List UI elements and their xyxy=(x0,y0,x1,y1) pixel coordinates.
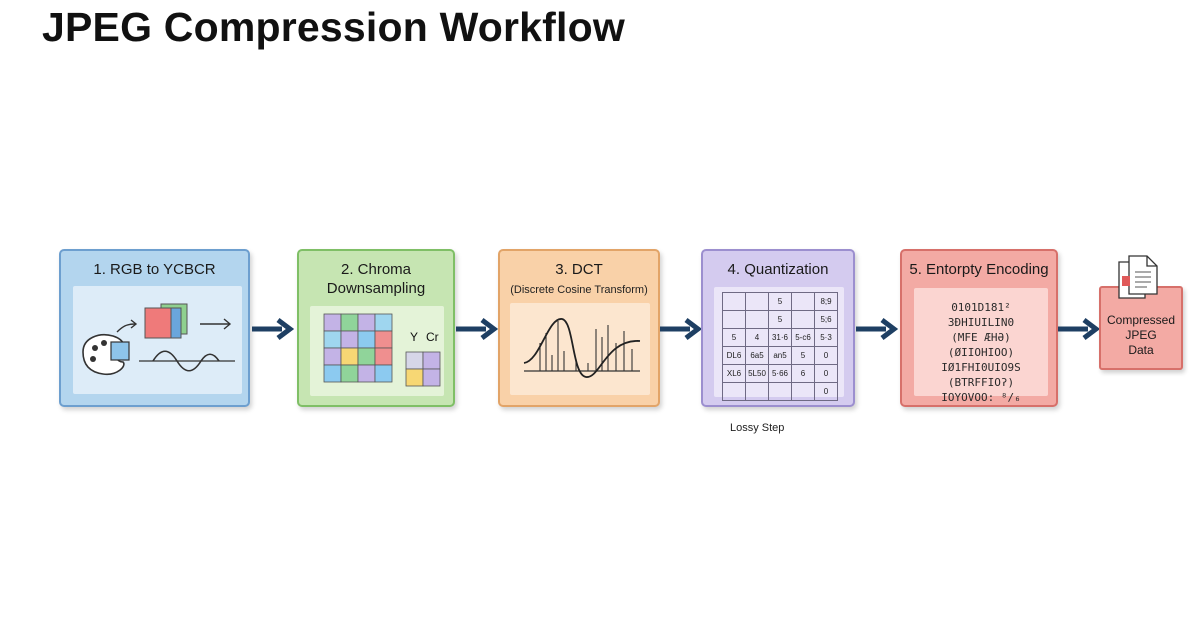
output-label-line: Data xyxy=(1128,343,1154,357)
bitstream-line: (ØIIOHIOO) xyxy=(947,346,1015,359)
arrow-right-icon xyxy=(1058,317,1102,341)
table-cell xyxy=(791,382,815,401)
table-cell: 5L50 xyxy=(745,364,769,383)
table-cell xyxy=(722,310,746,329)
table-row: 5 8;9 xyxy=(722,292,838,311)
bitstream-panel: 0101D181² 3ÐHIUILIN0 (MFE ÆHƏ) (ØIIOHIOO… xyxy=(914,288,1048,404)
channel-label-cr: Cr xyxy=(426,330,439,344)
bitstream-text: 0101D181² 3ÐHIUILIN0 (MFE ÆHƏ) (ØIIOHIOO… xyxy=(914,300,1048,405)
table-cell: 5;6 xyxy=(814,310,838,329)
step-entropy-encoding: 5. Entorpty Encoding 0101D181² 3ÐHIUILIN… xyxy=(900,249,1058,407)
bitstream-line: (BTRFFIOʔ) xyxy=(947,376,1015,389)
table-cell xyxy=(768,382,792,401)
table-cell xyxy=(791,310,815,329)
compressed-jpeg-output: Compressed JPEG Data xyxy=(1099,286,1183,370)
table-cell: an5 xyxy=(768,346,792,365)
step-illustration xyxy=(73,286,242,394)
table-cell: 8;9 xyxy=(814,292,838,311)
table-cell xyxy=(745,310,769,329)
step-title-line2: Downsampling xyxy=(326,280,426,297)
wave-icon xyxy=(139,350,235,372)
table-cell: 5 xyxy=(768,292,792,311)
table-cell xyxy=(722,292,746,311)
table-cell: 5·3 xyxy=(814,328,838,347)
step-title: 3. DCT xyxy=(555,261,603,278)
bitstream-line: IOYOVOO: ⁸/₆ xyxy=(941,391,1021,404)
table-cell: 31·6 xyxy=(768,328,792,347)
step-illustration: Y Cr xyxy=(310,306,444,396)
table-cell xyxy=(722,382,746,401)
table-cell: 0 xyxy=(814,346,838,365)
color-planes-icon xyxy=(144,303,188,339)
table-row: 0 xyxy=(722,382,838,401)
bitstream-line: (MFE ÆHƏ) xyxy=(951,331,1011,344)
table-cell: 5 xyxy=(768,310,792,329)
step-title: 4. Quantization xyxy=(727,261,829,278)
bitstream-line: 3ÐHIUILIN0 xyxy=(947,316,1015,329)
bitstream-line: IØ1FHI0UIO9S xyxy=(941,361,1021,374)
output-label-line: Compressed xyxy=(1106,313,1176,327)
arrow-right-icon xyxy=(660,317,704,341)
lossy-step-note: Lossy Step xyxy=(730,422,785,434)
table-cell: 5 xyxy=(722,328,746,347)
arrow-small-icon xyxy=(200,318,232,330)
table-cell: 5 xyxy=(791,346,815,365)
step-title: 1. RGB to YCBCR xyxy=(93,261,216,278)
table-cell: 0 xyxy=(814,382,838,401)
cosine-plot-icon xyxy=(523,318,641,378)
table-cell: 0 xyxy=(814,364,838,383)
channel-label-y: Y xyxy=(410,330,419,344)
table-cell: 6 xyxy=(791,364,815,383)
table-cell xyxy=(745,382,769,401)
table-cell: 5·66 xyxy=(768,364,792,383)
step-subtitle: (Discrete Cosine Transform) xyxy=(510,284,648,296)
step-title: 5. Entorpty Encoding xyxy=(909,261,1049,278)
bitstream-line: 0101D181² xyxy=(951,301,1011,314)
output-label-line: JPEG xyxy=(1125,328,1157,342)
arrow-right-icon xyxy=(856,317,900,341)
diagram-title: JPEG Compression Workflow xyxy=(42,4,625,50)
step-chroma-downsampling: 2. Chroma Downsampling Y Cr xyxy=(297,249,455,407)
arrow-small-icon xyxy=(116,319,138,333)
table-row: 5 5;6 xyxy=(722,310,838,329)
palette-icon xyxy=(82,334,130,376)
table-cell xyxy=(745,292,769,311)
arrow-right-icon xyxy=(252,317,296,341)
step-illustration xyxy=(510,303,650,395)
color-grid-icon xyxy=(323,313,441,387)
step-title-line1: 2. Chroma xyxy=(340,261,412,278)
table-cell xyxy=(791,292,815,311)
table-cell: 6a5 xyxy=(745,346,769,365)
table-cell: 5-c6 xyxy=(791,328,815,347)
step-dct: 3. DCT (Discrete Cosine Transform) xyxy=(498,249,660,407)
table-cell: XL6 xyxy=(722,364,746,383)
table-cell: DL6 xyxy=(722,346,746,365)
table-cell: 4 xyxy=(745,328,769,347)
arrow-right-icon xyxy=(456,317,500,341)
document-icon xyxy=(1118,255,1158,299)
step-rgb-to-ycbcr: 1. RGB to YCBCR xyxy=(59,249,250,407)
